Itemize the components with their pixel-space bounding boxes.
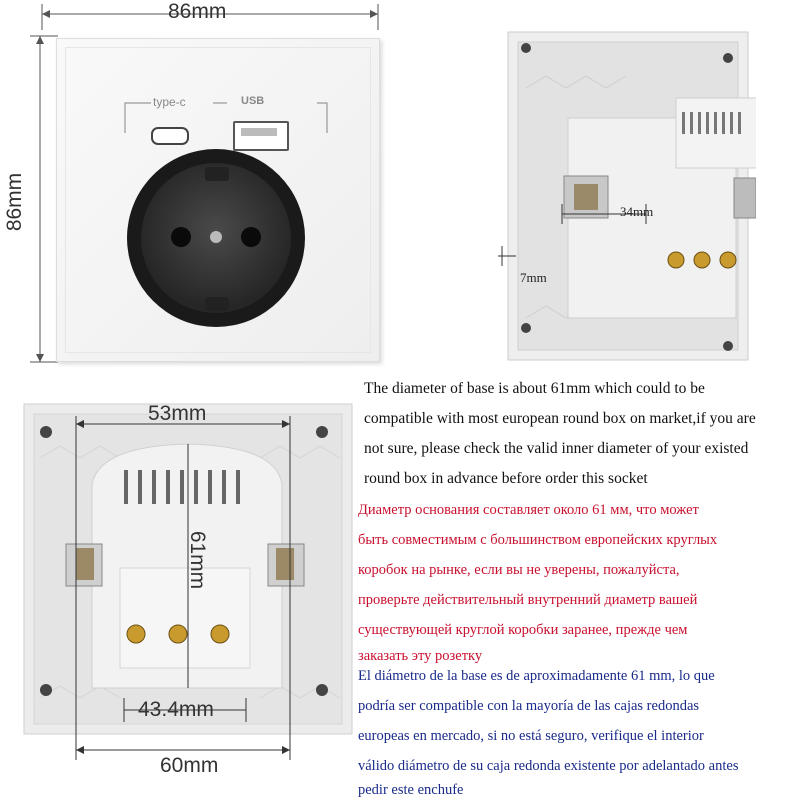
spanish-line-1: El diámetro de la base es de aproximadam…: [358, 668, 715, 684]
front-height-label: 86mm: [3, 172, 27, 232]
back-top-label: 53mm: [148, 402, 207, 425]
back-inner-label: 43.4mm: [138, 698, 214, 721]
back-view: 53mm 61mm 43.4mm 60mm: [20, 398, 360, 790]
russian-line-4: проверьте действительный внутренний диам…: [358, 592, 698, 608]
back-bottom-label: 60mm: [160, 754, 219, 777]
side-drawing: [498, 31, 756, 361]
english-line-3: not sure, please check the valid inner d…: [364, 440, 749, 457]
front-plate: type-c USB: [56, 38, 380, 362]
english-line-2: compatible with most european round box …: [364, 410, 756, 427]
spanish-line-2: podría ser compatible con la mayoría de …: [358, 698, 700, 714]
schuko-socket: [127, 149, 305, 327]
port-bracket-lines: [124, 102, 328, 133]
front-view: 86mm 86mm type-c USB: [0, 0, 400, 380]
side-view: 34mm 7mm: [496, 28, 756, 368]
russian-line-1: Диаметр основания составляет около 61 мм…: [358, 502, 699, 518]
usb-c-port: [151, 127, 189, 145]
typec-label: type-c: [153, 95, 186, 109]
english-line-4: round box in advance before order this s…: [364, 470, 648, 487]
spanish-line-3: europeas en mercado, si no está seguro, …: [358, 728, 704, 744]
russian-line-5: существующей круглой коробки заранее, пр…: [358, 622, 688, 638]
russian-line-3: коробок на рынке, если вы не уверены, по…: [358, 562, 680, 578]
usb-a-port: [233, 121, 289, 151]
back-drawing: [23, 403, 353, 760]
thickness-label: 7mm: [520, 270, 547, 285]
back-vertical-label: 61mm: [186, 530, 210, 590]
spanish-line-4: válido diámetro de su caja redonda exist…: [358, 758, 739, 774]
russian-line-6: заказать эту розетку: [358, 648, 483, 664]
depth-label: 34mm: [620, 204, 654, 219]
front-width-label: 86mm: [168, 0, 227, 23]
usb-label: USB: [241, 95, 265, 107]
english-line-1: The diameter of base is about 61mm which…: [364, 380, 705, 397]
front-dimension-lines: [30, 4, 379, 363]
spanish-line-5: pedir este enchufe: [358, 782, 464, 798]
russian-line-2: быть совместимым с большинством европейс…: [358, 532, 718, 548]
